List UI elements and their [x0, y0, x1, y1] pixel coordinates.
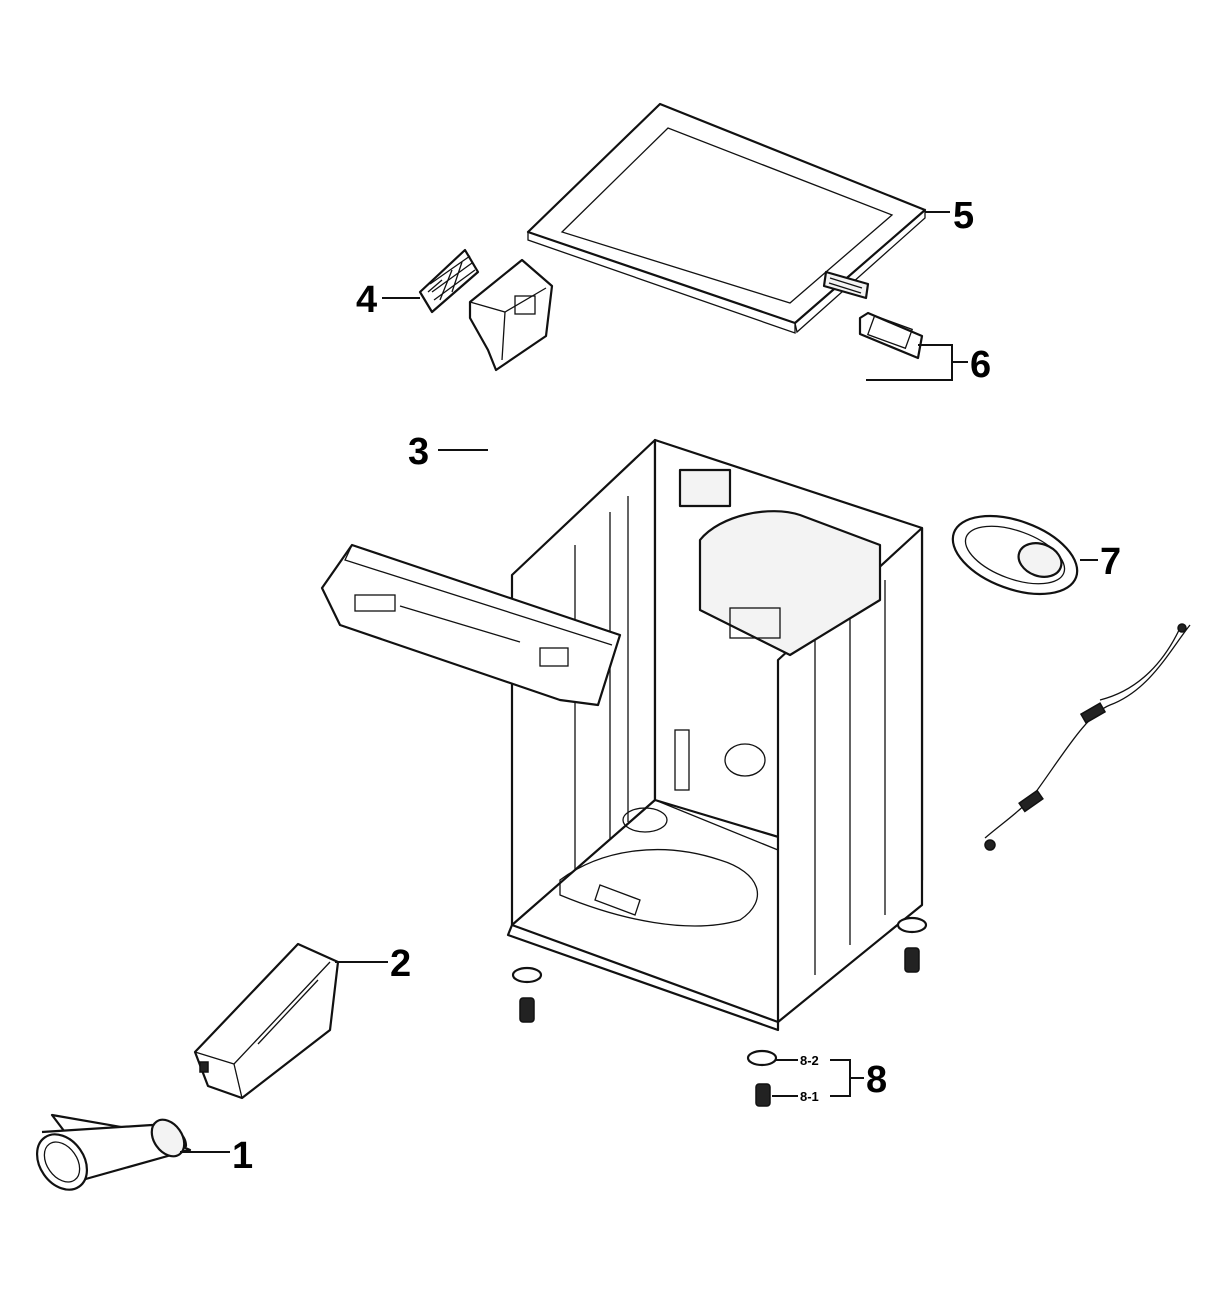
part-3-duct-housing[interactable] — [468, 258, 554, 372]
callout-2: 2 — [390, 943, 411, 985]
callout-8: 8 — [866, 1059, 887, 1101]
control-panel-bracket — [320, 543, 622, 707]
callout-7: 7 — [1100, 541, 1121, 583]
callout-8-2: 8-2 — [800, 1053, 819, 1068]
callout-5: 5 — [953, 195, 974, 237]
part-2-heater[interactable] — [193, 942, 340, 1100]
part-7-port-ring[interactable] — [942, 501, 1087, 609]
callout-labels: 1 2 3 4 5 6 7 8 8-2 8-1 — [232, 195, 1121, 1177]
callout-4: 4 — [356, 279, 377, 321]
callout-6: 6 — [970, 344, 991, 386]
part-8-foot-assembly[interactable] — [746, 1049, 778, 1107]
part-1-exhaust-duct[interactable] — [27, 1113, 192, 1200]
leader-lines — [180, 211, 1098, 1153]
cabinet-frame — [506, 438, 924, 1032]
feet[interactable] — [511, 916, 928, 1023]
callout-8-1: 8-1 — [800, 1089, 819, 1104]
callout-1: 1 — [232, 1135, 253, 1177]
callout-3: 3 — [408, 431, 429, 473]
part-6-brackets[interactable] — [822, 270, 924, 360]
part-5-top-cover[interactable] — [526, 102, 927, 334]
part-4-filter-grid[interactable] — [418, 248, 480, 314]
wire-harness[interactable] — [984, 623, 1191, 851]
